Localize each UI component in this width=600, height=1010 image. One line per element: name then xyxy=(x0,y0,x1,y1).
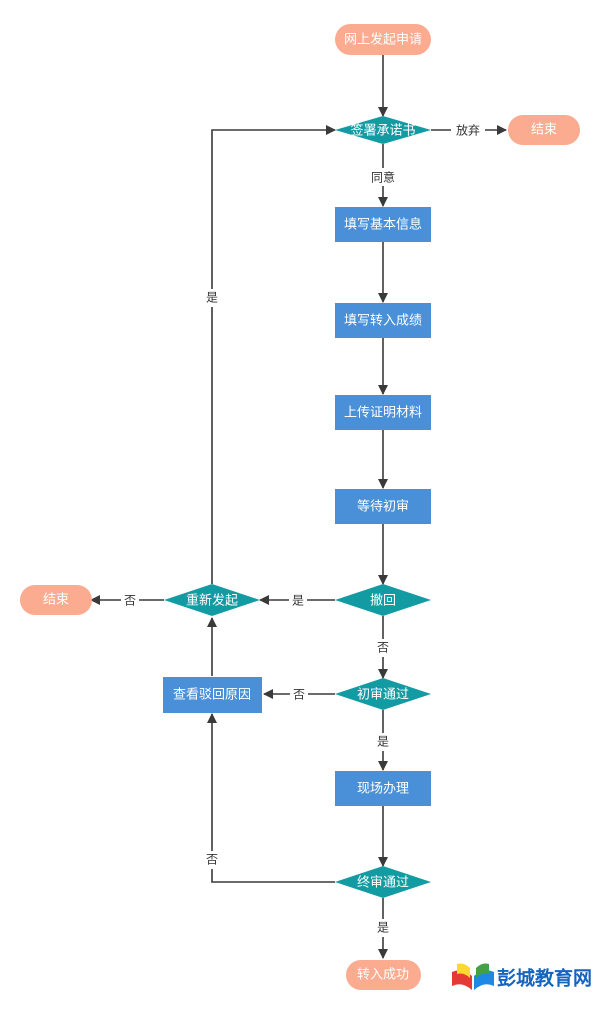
node-restart-label: 重新发起 xyxy=(186,593,238,609)
node-final-pass-label: 终审通过 xyxy=(357,875,409,891)
node-onsite-label: 现场办理 xyxy=(357,782,409,797)
node-restart: 重新发起 xyxy=(164,584,260,616)
node-view-reason: 查看驳回原因 xyxy=(163,677,262,713)
node-end-left-label: 结束 xyxy=(43,593,69,608)
node-first-pass: 初审通过 xyxy=(335,678,431,710)
node-end-left: 结束 xyxy=(20,585,92,615)
node-success-label: 转入成功 xyxy=(357,968,409,983)
node-upload: 上传证明材料 xyxy=(335,395,431,430)
edge-label-give-up: 放弃 xyxy=(456,123,480,138)
node-fill-basic-label: 填写基本信息 xyxy=(344,217,422,233)
node-wait: 等待初审 xyxy=(335,489,431,524)
edge-label-restart-no: 否 xyxy=(124,594,136,608)
node-onsite: 现场办理 xyxy=(335,771,431,806)
node-withdraw: 撤回 xyxy=(335,584,431,616)
node-sign: 签署承诺书 xyxy=(335,116,431,144)
node-view-reason-label: 查看驳回原因 xyxy=(173,687,251,703)
edge-labels: 放弃 同意 是 否 是 否 否 是 否 是 xyxy=(121,121,485,937)
node-fill-scores: 填写转入成绩 xyxy=(335,303,431,338)
book-icon xyxy=(452,963,494,990)
node-end-right: 结束 xyxy=(508,115,580,145)
node-start: 网上发起申请 xyxy=(335,24,431,55)
node-end-right-label: 结束 xyxy=(531,123,557,138)
node-wait-label: 等待初审 xyxy=(357,499,409,515)
node-start-label: 网上发起申请 xyxy=(344,32,422,48)
edge-final-pass-to-view-reason xyxy=(207,713,335,883)
node-first-pass-label: 初审通过 xyxy=(357,688,409,703)
edge-label-final-no: 否 xyxy=(206,853,218,867)
edge-label-withdraw-yes: 是 xyxy=(292,594,304,608)
site-logo-text: 彭城教育网 xyxy=(497,967,592,990)
edge-label-withdraw-no: 否 xyxy=(377,641,389,655)
node-final-pass: 终审通过 xyxy=(335,866,431,898)
edges xyxy=(90,55,507,959)
node-withdraw-label: 撤回 xyxy=(370,593,396,609)
edge-restart-to-sign xyxy=(211,125,336,584)
edge-label-final-yes: 是 xyxy=(377,921,389,935)
node-upload-label: 上传证明材料 xyxy=(344,406,422,421)
edge-label-first-yes: 是 xyxy=(377,735,389,749)
node-success: 转入成功 xyxy=(346,960,421,990)
node-fill-basic: 填写基本信息 xyxy=(335,207,431,242)
node-sign-label: 签署承诺书 xyxy=(350,123,415,139)
edge-label-agree: 同意 xyxy=(371,170,395,185)
edge-label-first-no: 否 xyxy=(293,688,305,702)
edge-label-restart-yes: 是 xyxy=(206,291,218,305)
nodes: 网上发起申请 结束 结束 转入成功 填写基本信息 填写转入成绩 上传证明材料 xyxy=(20,24,580,990)
site-logo: 彭城教育网 xyxy=(452,963,592,990)
node-fill-scores-label: 填写转入成绩 xyxy=(344,314,422,329)
